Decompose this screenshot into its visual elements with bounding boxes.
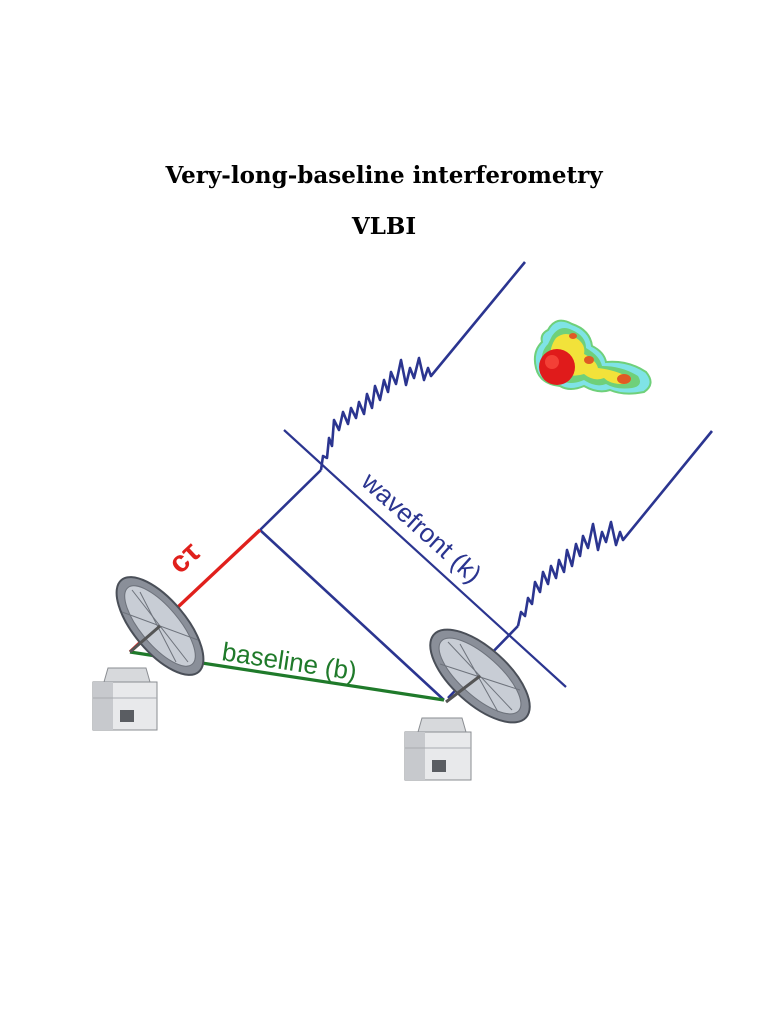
radio-telescope-icon xyxy=(404,628,531,781)
projection-line xyxy=(259,529,445,701)
radio-source-image xyxy=(533,319,652,395)
wavefront-line xyxy=(283,429,567,688)
page-title: Very-long-baseline interferometry xyxy=(165,162,603,189)
delay-label: cτ xyxy=(162,535,207,580)
incoming-signal-ray-1 xyxy=(259,261,527,531)
radio-telescope-icon xyxy=(92,576,205,731)
page-subtitle: VLBI xyxy=(351,213,417,240)
wavefront-label: wavefront (k) xyxy=(355,465,487,589)
baseline-label: baseline (b) xyxy=(220,636,359,686)
